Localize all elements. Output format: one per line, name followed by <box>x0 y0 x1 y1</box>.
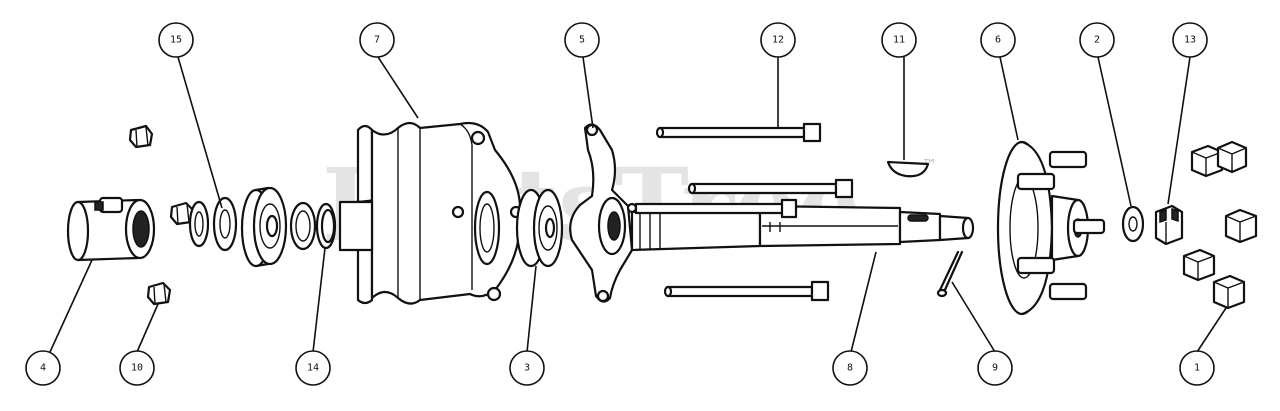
svg-text:9: 9 <box>992 363 998 374</box>
part-4-coupler[interactable] <box>66 196 156 262</box>
leader-lines <box>49 56 1227 353</box>
part-12-bolt-lower[interactable] <box>663 280 830 302</box>
part-11-key[interactable] <box>886 160 930 178</box>
part-10-nut-top[interactable] <box>128 124 154 149</box>
callout-9: 9 <box>977 350 1013 386</box>
part-5-plate[interactable] <box>569 123 638 303</box>
part-12-bolt-upper[interactable] <box>655 122 822 143</box>
bearing-left[interactable] <box>240 186 288 268</box>
part-6-hub[interactable] <box>996 140 1106 316</box>
svg-text:3: 3 <box>524 363 530 374</box>
part-15-washers[interactable] <box>188 196 238 252</box>
callout-4: 4 <box>25 350 61 386</box>
svg-text:14: 14 <box>307 363 319 374</box>
part-1-lug-nut-c[interactable] <box>1224 208 1258 244</box>
callout-2: 2 <box>1079 22 1115 58</box>
callout-15: 15 <box>158 22 194 58</box>
svg-text:6: 6 <box>995 35 1001 46</box>
part-14-retaining-rings[interactable] <box>289 201 337 251</box>
callout-11: 11 <box>881 22 917 58</box>
callout-10: 10 <box>119 350 155 386</box>
callout-5: 5 <box>564 22 600 58</box>
svg-text:4: 4 <box>40 363 46 374</box>
svg-text:13: 13 <box>1184 35 1196 46</box>
part-1-lug-nut-a[interactable] <box>1190 144 1224 178</box>
svg-text:5: 5 <box>579 35 585 46</box>
callout-14: 14 <box>295 350 331 386</box>
part-2-washer[interactable] <box>1121 205 1145 243</box>
part-9-cotter-pin[interactable] <box>936 250 964 298</box>
part-12-bolt-middle[interactable] <box>687 178 854 199</box>
callout-8: 8 <box>832 350 868 386</box>
svg-text:11: 11 <box>893 35 905 46</box>
callout-1: 1 <box>1179 350 1215 386</box>
part-3-bearing[interactable] <box>515 188 564 268</box>
svg-text:10: 10 <box>131 363 143 374</box>
part-10-nut-bottom[interactable] <box>146 281 172 306</box>
svg-text:7: 7 <box>374 35 380 46</box>
part-1-lug-nut-d[interactable] <box>1182 248 1216 282</box>
svg-text:8: 8 <box>847 363 853 374</box>
callout-6: 6 <box>980 22 1016 58</box>
svg-text:2: 2 <box>1094 35 1100 46</box>
part-8-spindle-shaft[interactable] <box>630 204 975 252</box>
part-7-housing[interactable] <box>338 121 530 305</box>
part-13-castle-nut[interactable] <box>1154 204 1184 246</box>
part-1-lug-nut-e[interactable] <box>1212 274 1246 310</box>
svg-text:15: 15 <box>170 35 182 46</box>
part-1-lug-nut-b[interactable] <box>1216 140 1248 174</box>
svg-text:12: 12 <box>772 35 784 46</box>
callout-7: 7 <box>359 22 395 58</box>
callout-3: 3 <box>509 350 545 386</box>
callout-12: 12 <box>760 22 796 58</box>
part-12-bolt-shaft[interactable] <box>634 198 798 219</box>
svg-text:1: 1 <box>1194 363 1200 374</box>
callout-13: 13 <box>1172 22 1208 58</box>
